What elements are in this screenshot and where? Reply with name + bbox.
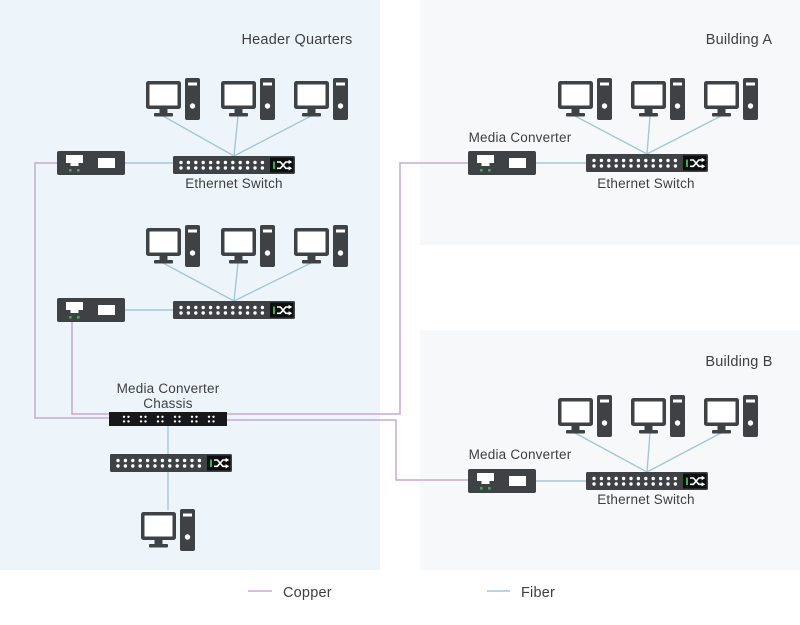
fiber-links — [125, 115, 722, 510]
chassis-label-line2: Chassis — [143, 396, 192, 411]
legend: Copper Fiber — [248, 585, 555, 601]
ethernet-switch-icon — [110, 454, 232, 472]
chassis-label-line1: Media Converter — [117, 381, 220, 396]
ethernet-switch-icon — [586, 472, 708, 490]
building-b-switch-label: Ethernet Switch — [597, 492, 695, 507]
building-a-title: Building A — [706, 32, 773, 48]
headquarters-title: Header Quarters — [242, 32, 353, 48]
fiber-link-b-pc3-switch — [646, 432, 722, 473]
hq-switch-label: Ethernet Switch — [185, 176, 283, 191]
media-converter-chassis-icon — [109, 412, 227, 426]
fiber-link-hq-pc3-switch1 — [233, 115, 312, 157]
copper-link-hq-converter1-chassis — [34, 162, 110, 419]
building-b-title: Building B — [705, 354, 772, 370]
copper-link-chassis-building-b — [226, 419, 468, 481]
media-converter-icon — [468, 151, 536, 175]
fiber-link-hq-pc6-switch2 — [233, 262, 312, 302]
building-a-converter-label: Media Converter — [469, 130, 572, 145]
copper-link-chassis-building-a — [226, 162, 468, 415]
fiber-link-hq-pc5-switch2 — [233, 262, 239, 302]
ethernet-switch-icon — [173, 301, 295, 319]
fiber-link-b-pc2-switch — [646, 432, 651, 473]
copper-links — [34, 162, 468, 481]
media-converter-icon — [468, 469, 536, 493]
building-a-region — [420, 0, 800, 245]
fiber-link-hq-pc1-switch1 — [162, 115, 235, 157]
copper-link-hq-converter2-chassis — [71, 322, 110, 415]
building-b-region — [420, 330, 800, 570]
legend-fiber-label: Fiber — [521, 585, 555, 601]
legend-copper-label: Copper — [283, 585, 332, 601]
fiber-link-hq-pc2-switch1 — [233, 115, 239, 157]
fiber-link-a-pc2-switch — [646, 115, 651, 155]
building-a-switch-label: Ethernet Switch — [597, 176, 695, 191]
fiber-link-a-pc3-switch — [646, 115, 722, 155]
building-b-converter-label: Media Converter — [469, 447, 572, 462]
ethernet-switch-icon — [586, 154, 708, 172]
fiber-link-a-pc1-switch — [574, 115, 648, 155]
fiber-link-hq-pc4-switch2 — [162, 262, 235, 302]
media-converter-icon — [57, 151, 125, 175]
fiber-link-b-pc1-switch — [574, 432, 648, 473]
media-converter-icon — [57, 298, 125, 322]
ethernet-switch-icon — [173, 156, 295, 174]
